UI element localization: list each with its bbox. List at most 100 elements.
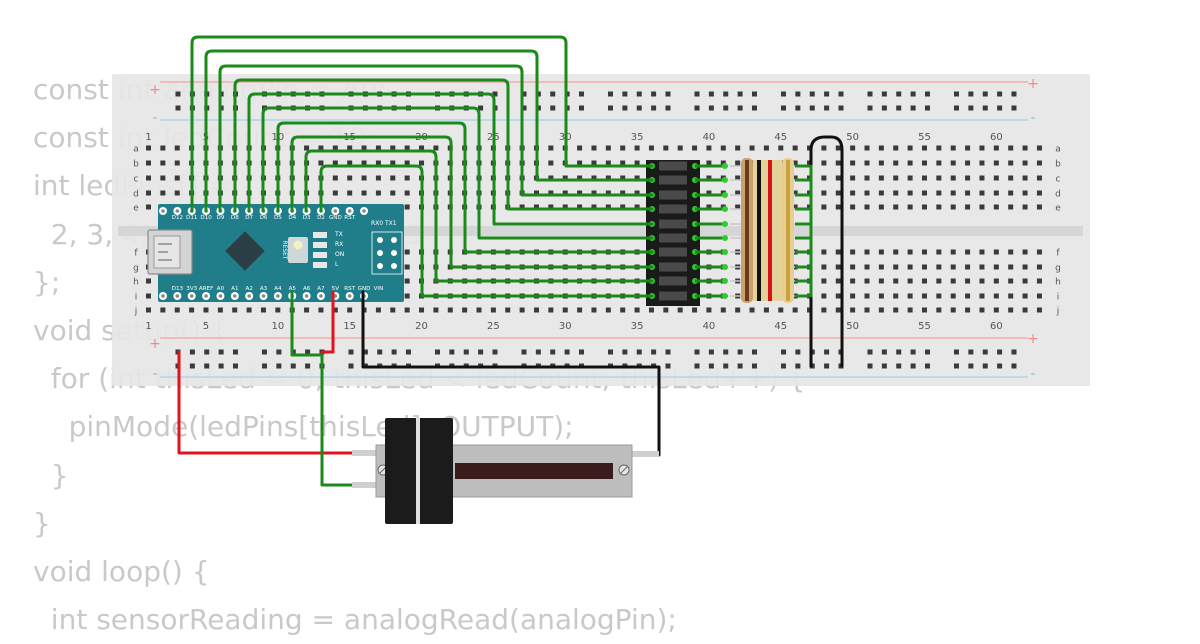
rail-hole[interactable] <box>622 91 628 97</box>
breadboard-hole[interactable] <box>246 307 252 313</box>
breadboard-hole[interactable] <box>620 175 626 181</box>
breadboard-hole[interactable] <box>375 175 381 181</box>
resistor-array[interactable] <box>730 158 795 303</box>
breadboard-hole[interactable] <box>375 307 381 313</box>
breadboard-hole[interactable] <box>462 307 468 313</box>
rail-hole[interactable] <box>218 349 224 355</box>
green-wire-signal[interactable] <box>190 35 654 213</box>
breadboard-hole[interactable] <box>605 145 611 151</box>
rail-hole[interactable] <box>550 91 556 97</box>
rail-hole[interactable] <box>824 363 830 369</box>
breadboard-hole[interactable] <box>893 278 899 284</box>
breadboard-hole[interactable] <box>778 145 784 151</box>
breadboard-hole[interactable] <box>907 160 913 166</box>
breadboard-hole[interactable] <box>160 307 166 313</box>
breadboard-hole[interactable] <box>1022 293 1028 299</box>
rail-hole[interactable] <box>968 105 974 111</box>
rail-hole[interactable] <box>636 91 642 97</box>
breadboard-hole[interactable] <box>347 175 353 181</box>
breadboard-hole[interactable] <box>979 307 985 313</box>
rail-hole[interactable] <box>982 363 988 369</box>
rail-hole[interactable] <box>405 349 411 355</box>
rail-hole[interactable] <box>665 105 671 111</box>
breadboard-hole[interactable] <box>907 293 913 299</box>
breadboard-hole[interactable] <box>749 307 755 313</box>
breadboard-hole[interactable] <box>1022 278 1028 284</box>
breadboard-hole[interactable] <box>505 307 511 313</box>
rail-hole[interactable] <box>232 363 238 369</box>
breadboard-hole[interactable] <box>620 145 626 151</box>
breadboard-hole[interactable] <box>821 264 827 270</box>
breadboard-hole[interactable] <box>993 160 999 166</box>
breadboard-hole[interactable] <box>591 190 597 196</box>
breadboard-hole[interactable] <box>735 204 741 210</box>
breadboard-hole[interactable] <box>620 307 626 313</box>
breadboard-hole[interactable] <box>174 145 180 151</box>
breadboard-hole[interactable] <box>577 307 583 313</box>
breadboard-hole[interactable] <box>304 307 310 313</box>
breadboard-hole[interactable] <box>160 175 166 181</box>
breadboard-hole[interactable] <box>965 249 971 255</box>
rail-hole[interactable] <box>478 349 484 355</box>
rail-hole[interactable] <box>550 349 556 355</box>
green-wire-a0[interactable] <box>290 290 354 487</box>
rail-hole[interactable] <box>867 91 873 97</box>
breadboard-hole[interactable] <box>174 160 180 166</box>
breadboard-hole[interactable] <box>979 160 985 166</box>
breadboard-hole[interactable] <box>548 145 554 151</box>
red-wire-pot[interactable] <box>177 350 354 455</box>
breadboard-hole[interactable] <box>562 307 568 313</box>
rail-hole[interactable] <box>795 91 801 97</box>
red-wire-5v[interactable] <box>320 290 335 354</box>
breadboard-hole[interactable] <box>1022 204 1028 210</box>
breadboard-hole[interactable] <box>605 190 611 196</box>
breadboard-hole[interactable] <box>878 175 884 181</box>
breadboard-hole[interactable] <box>548 204 554 210</box>
breadboard-hole[interactable] <box>864 249 870 255</box>
breadboard-hole[interactable] <box>677 145 683 151</box>
rail-hole[interactable] <box>1011 105 1017 111</box>
rail-hole[interactable] <box>982 91 988 97</box>
breadboard-hole[interactable] <box>778 307 784 313</box>
breadboard-hole[interactable] <box>936 160 942 166</box>
breadboard-hole[interactable] <box>1008 307 1014 313</box>
rail-hole[interactable] <box>838 91 844 97</box>
rail-hole[interactable] <box>175 91 181 97</box>
breadboard-hole[interactable] <box>821 160 827 166</box>
breadboard-hole[interactable] <box>835 278 841 284</box>
rail-hole[interactable] <box>608 349 613 355</box>
rail-hole[interactable] <box>708 349 714 355</box>
breadboard-hole[interactable] <box>835 249 841 255</box>
breadboard-hole[interactable] <box>490 307 496 313</box>
rail-hole[interactable] <box>535 349 541 355</box>
breadboard-hole[interactable] <box>1008 264 1014 270</box>
breadboard-hole[interactable] <box>146 190 151 196</box>
rail-hole[interactable] <box>737 105 743 111</box>
rail-hole[interactable] <box>232 349 238 355</box>
breadboard-hole[interactable] <box>1022 145 1028 151</box>
breadboard-hole[interactable] <box>965 145 971 151</box>
breadboard-hole[interactable] <box>979 278 985 284</box>
breadboard-hole[interactable] <box>318 160 324 166</box>
breadboard-hole[interactable] <box>217 307 223 313</box>
breadboard-hole[interactable] <box>936 278 942 284</box>
breadboard-hole[interactable] <box>950 293 956 299</box>
breadboard-hole[interactable] <box>965 175 971 181</box>
breadboard-hole[interactable] <box>390 307 396 313</box>
breadboard-hole[interactable] <box>1022 264 1028 270</box>
rail-hole[interactable] <box>824 91 830 97</box>
breadboard-hole[interactable] <box>979 264 985 270</box>
breadboard-hole[interactable] <box>677 307 683 313</box>
breadboard-hole[interactable] <box>864 264 870 270</box>
rail-hole[interactable] <box>910 363 916 369</box>
breadboard-hole[interactable] <box>591 145 597 151</box>
rail-hole[interactable] <box>781 105 786 111</box>
breadboard-hole[interactable] <box>1022 307 1028 313</box>
breadboard-hole[interactable] <box>318 307 324 313</box>
rail-hole[interactable] <box>809 91 815 97</box>
rail-hole[interactable] <box>708 91 714 97</box>
breadboard-hole[interactable] <box>1036 160 1042 166</box>
breadboard-hole[interactable] <box>404 160 410 166</box>
breadboard-hole[interactable] <box>850 278 856 284</box>
breadboard-hole[interactable] <box>332 145 338 151</box>
